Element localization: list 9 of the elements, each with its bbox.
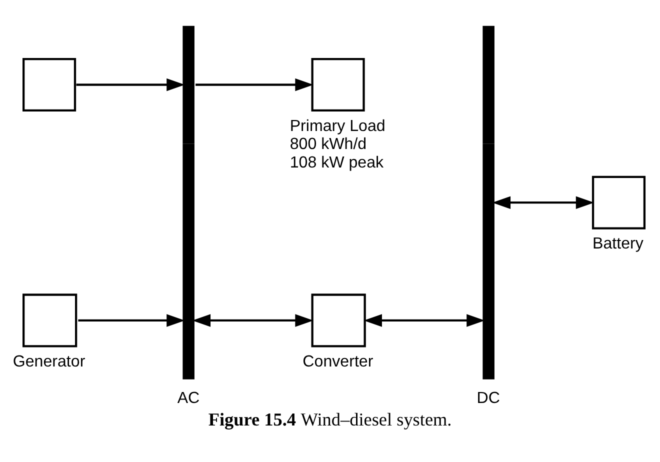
node-label: Primary Load	[290, 116, 386, 135]
node-label: Converter	[302, 352, 374, 371]
node-label: DC	[476, 388, 500, 407]
node-label: AC	[177, 388, 200, 407]
caption: Figure 15.4 Wind–diesel system.	[208, 410, 452, 430]
node-label: 108 kW peak	[290, 153, 384, 172]
node-label: Generator	[12, 352, 86, 371]
node-label: 800 kWh/d	[290, 135, 367, 154]
node-label: Battery	[592, 234, 644, 253]
